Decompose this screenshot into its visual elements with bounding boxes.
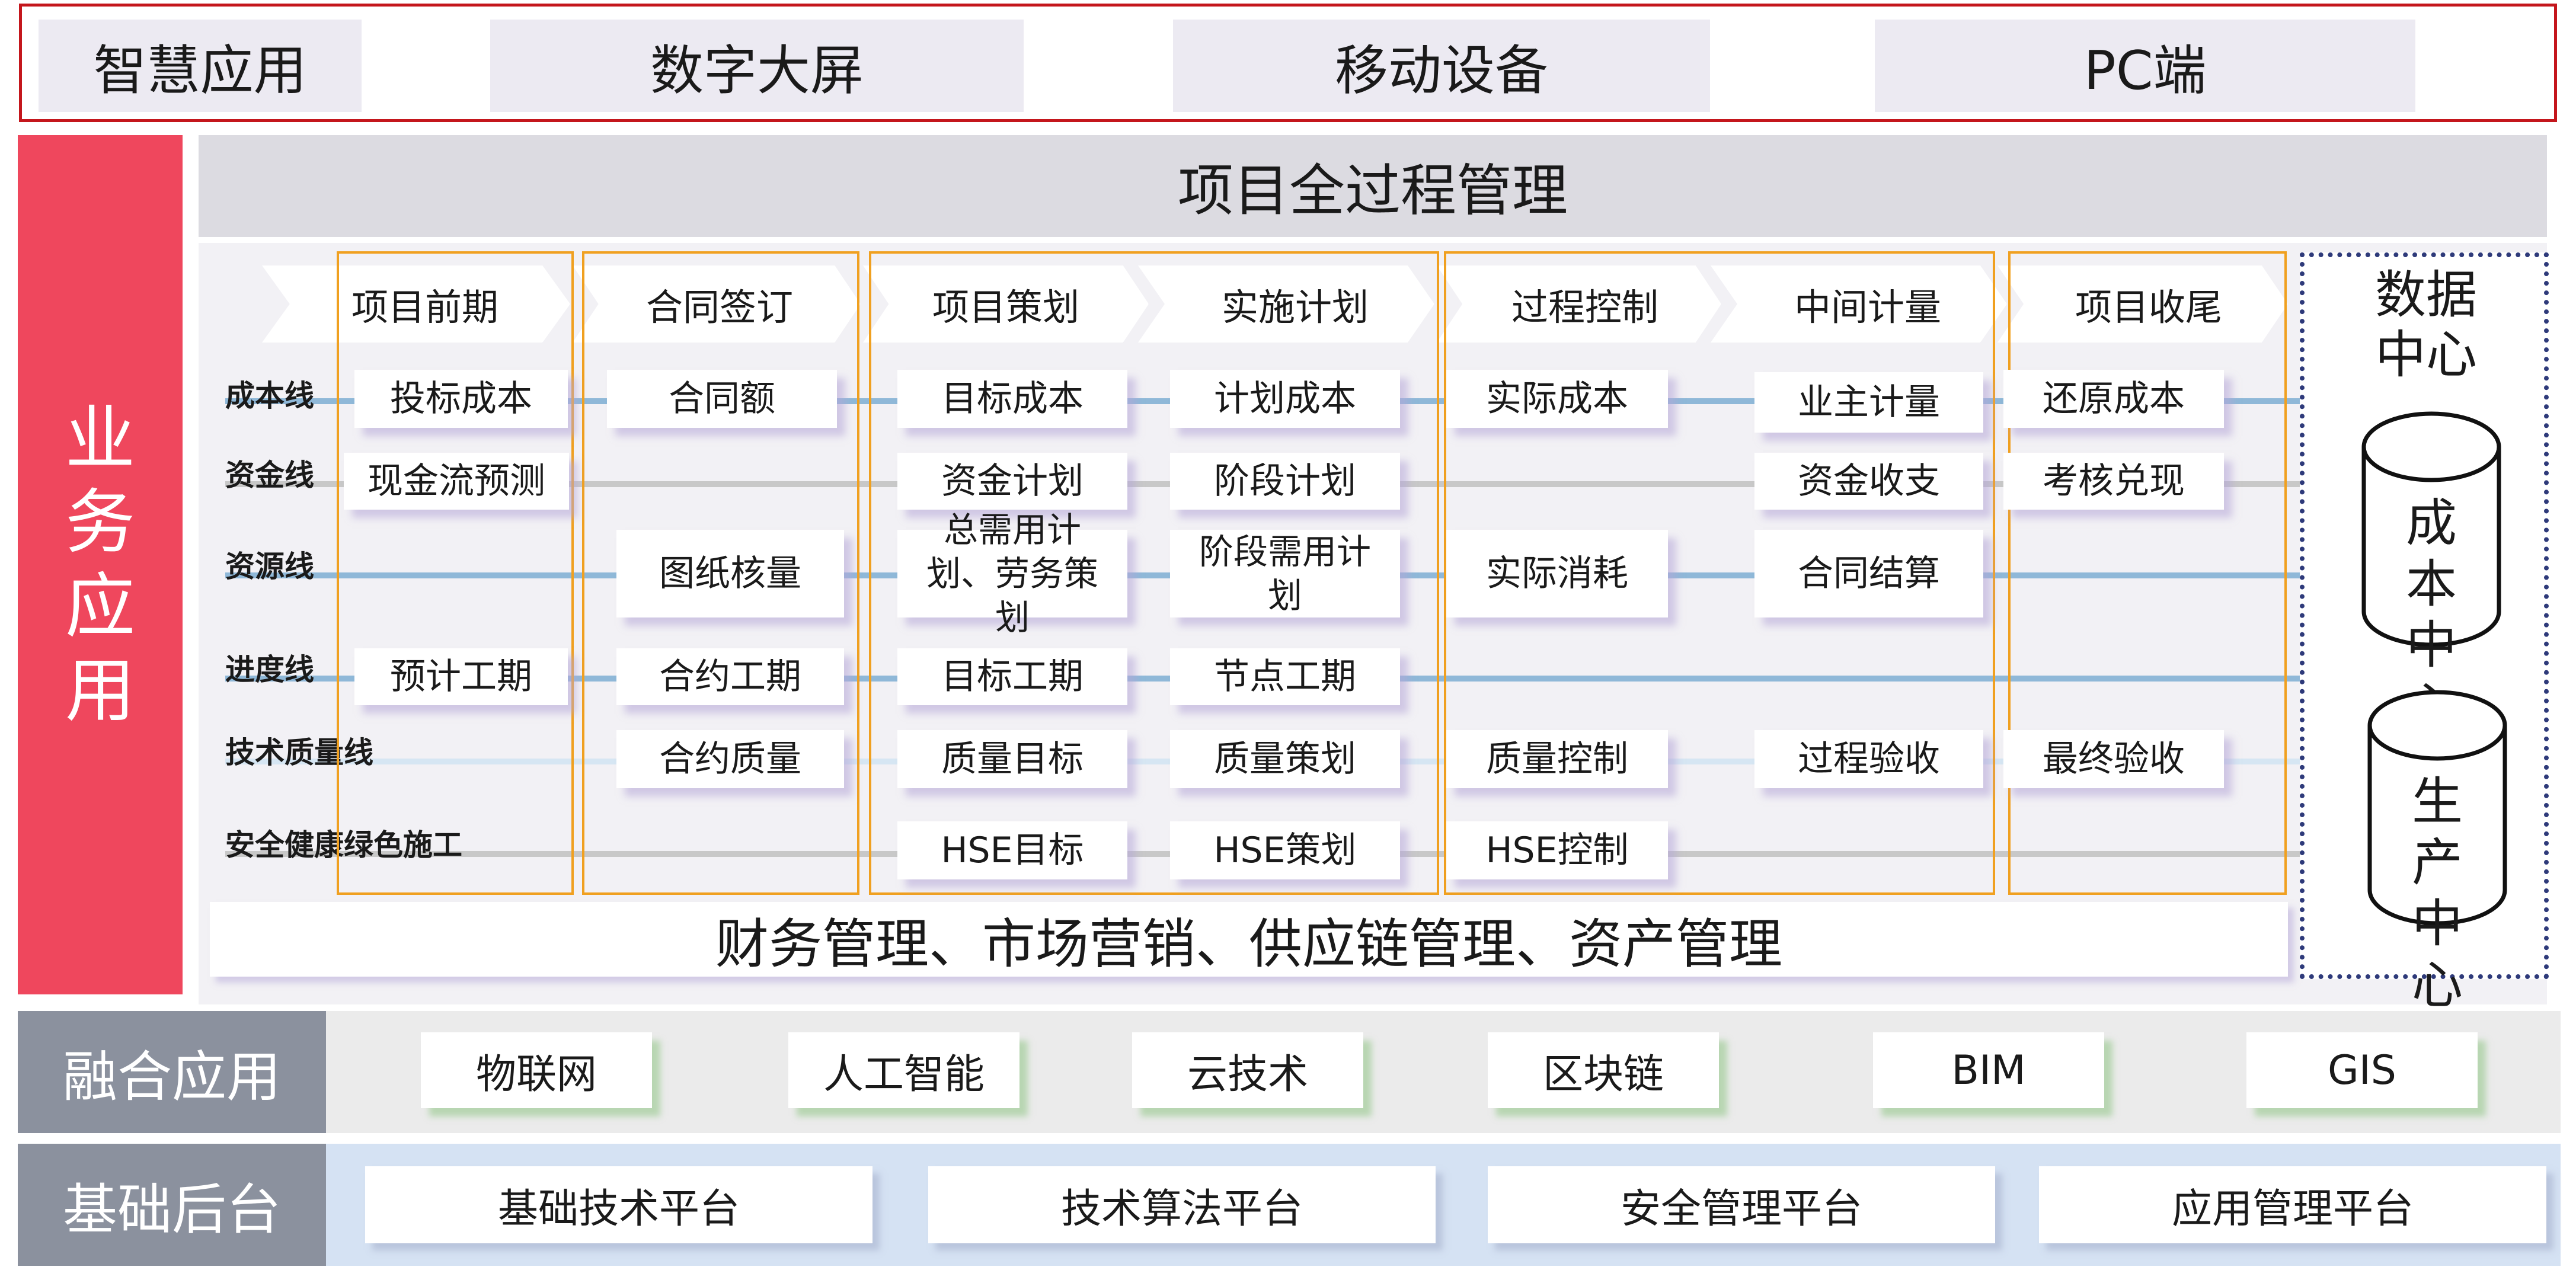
resource-cell-total-demand: 总需用计划、劳务策划 <box>897 510 1127 638</box>
base-item-app-mgmt: 应用管理平台 <box>2039 1166 2546 1243</box>
phase-label-4: 过程控制 <box>1511 286 1658 329</box>
fusion-item-ai: 人工智能 <box>788 1032 1019 1108</box>
phase-chevron-5: 中间计量 <box>1711 265 2007 343</box>
base-item-algorithm: 技术算法平台 <box>928 1166 1436 1243</box>
top-item-pc: PC端 <box>1875 20 2415 112</box>
phase-chevron-1: 合同签订 <box>573 265 861 343</box>
phase-frame-planning <box>869 251 1439 895</box>
phase-label-5: 中间计量 <box>1794 286 1941 329</box>
cost-cell-target: 目标成本 <box>897 370 1127 428</box>
phase-frame-closing <box>2008 251 2287 895</box>
fund-cell-stage: 阶段计划 <box>1170 453 1400 510</box>
fusion-item-cloud: 云技术 <box>1132 1032 1363 1108</box>
line-label-hse: 安全健康绿色施工 <box>225 828 462 862</box>
data-center-box: 数据中心 成本中心 生产中心 <box>2300 252 2549 1015</box>
phase-chevron-0: 项目前期 <box>262 265 570 343</box>
quality-cell-plan: 质量策划 <box>1170 730 1400 788</box>
resource-cell-settle: 合同结算 <box>1754 530 1983 617</box>
production-center-label: 生产中心 <box>2412 772 2463 1015</box>
fusion-label: 融合应用 <box>18 1011 326 1133</box>
cost-cell-bid: 投标成本 <box>354 370 568 428</box>
resource-cell-total-demand-text: 总需用计划、劳务策划 <box>926 509 1098 638</box>
quality-cell-contract: 合约质量 <box>616 730 844 788</box>
cost-center-cylinder: 成本中心 <box>2361 410 2501 737</box>
hse-cell-target: HSE目标 <box>897 821 1127 879</box>
business-app-label-text: 业务应用 <box>65 397 135 731</box>
business-app-label: 业务应用 <box>18 135 183 994</box>
fund-cell-plan: 资金计划 <box>897 453 1127 510</box>
resource-cell-actual: 实际消耗 <box>1446 530 1668 617</box>
cost-cell-owner-measure: 业主计量 <box>1754 372 1983 433</box>
cost-cell-restore: 还原成本 <box>2003 370 2224 428</box>
phase-label-1: 合同签订 <box>645 286 793 329</box>
top-item-mobile: 移动设备 <box>1173 20 1710 112</box>
phase-label-3: 实施计划 <box>1221 286 1369 329</box>
business-footer-bar: 财务管理、市场营销、供应链管理、资产管理 <box>210 902 2288 977</box>
resource-cell-stage-demand-text: 阶段需用计划 <box>1198 531 1371 616</box>
phase-chevron-6: 项目收尾 <box>1997 265 2288 343</box>
fusion-item-blockchain: 区块链 <box>1488 1032 1719 1108</box>
phase-chevron-3: 实施计划 <box>1138 265 1434 343</box>
smart-app-row: 智慧应用 数字大屏 移动设备 PC端 <box>19 4 2557 122</box>
quality-cell-target: 质量目标 <box>897 730 1127 788</box>
base-row: 基础后台 基础技术平台 技术算法平台 安全管理平台 应用管理平台 <box>18 1144 2561 1266</box>
base-label: 基础后台 <box>18 1144 326 1266</box>
fund-cell-assess: 考核兑现 <box>2003 453 2224 510</box>
process-header: 项目全过程管理 <box>199 135 2547 237</box>
base-item-tech: 基础技术平台 <box>365 1166 872 1243</box>
schedule-cell-target: 目标工期 <box>897 648 1127 705</box>
phase-label-2: 项目策划 <box>932 286 1079 329</box>
hse-cell-control: HSE控制 <box>1446 821 1668 879</box>
fusion-item-bim: BIM <box>1873 1032 2104 1108</box>
phase-label-6: 项目收尾 <box>2075 286 2222 329</box>
fusion-item-gis: GIS <box>2246 1032 2478 1108</box>
schedule-cell-contract: 合约工期 <box>616 648 844 705</box>
production-center-cylinder-icon <box>2367 690 2507 926</box>
phase-chevron-2: 项目策划 <box>863 265 1149 343</box>
data-center-title: 数据中心 <box>2375 265 2477 385</box>
cost-cell-contract: 合同额 <box>607 370 837 428</box>
quality-cell-final-accept: 最终验收 <box>2003 730 2224 788</box>
line-label-resource: 资源线 <box>225 549 314 584</box>
hse-cell-plan: HSE策划 <box>1170 821 1400 879</box>
base-item-security: 安全管理平台 <box>1488 1166 1995 1243</box>
smart-app-label: 智慧应用 <box>39 20 362 112</box>
fusion-row: 融合应用 物联网 人工智能 云技术 区块链 BIM GIS <box>18 1011 2561 1133</box>
cost-cell-plan: 计划成本 <box>1170 370 1400 428</box>
top-item-digital-screen: 数字大屏 <box>490 20 1024 112</box>
phase-label-0: 项目前期 <box>351 286 498 329</box>
cost-cell-actual: 实际成本 <box>1446 370 1668 428</box>
line-label-schedule: 进度线 <box>225 652 314 687</box>
phase-chevron-4: 过程控制 <box>1437 265 1721 343</box>
fund-cell-income: 资金收支 <box>1754 453 1983 510</box>
phase-frame-early <box>337 251 574 895</box>
fund-cell-cashflow: 现金流预测 <box>344 453 569 510</box>
schedule-cell-estimate: 预计工期 <box>354 648 568 705</box>
line-label-fund: 资金线 <box>225 458 314 492</box>
quality-cell-control: 质量控制 <box>1446 730 1668 788</box>
cost-center-cylinder-icon <box>2361 411 2501 647</box>
production-center-cylinder: 生产中心 <box>2367 689 2507 1015</box>
line-label-quality: 技术质量线 <box>225 735 373 770</box>
resource-cell-stage-demand: 阶段需用计划 <box>1170 530 1400 617</box>
line-label-cost: 成本线 <box>225 379 314 413</box>
schedule-cell-node: 节点工期 <box>1170 648 1400 705</box>
phase-frame-contract <box>582 251 859 895</box>
fusion-item-iot: 物联网 <box>421 1032 652 1108</box>
resource-cell-drawing: 图纸核量 <box>616 530 844 617</box>
phase-frame-control <box>1444 251 1995 895</box>
quality-cell-process-accept: 过程验收 <box>1754 730 1983 788</box>
